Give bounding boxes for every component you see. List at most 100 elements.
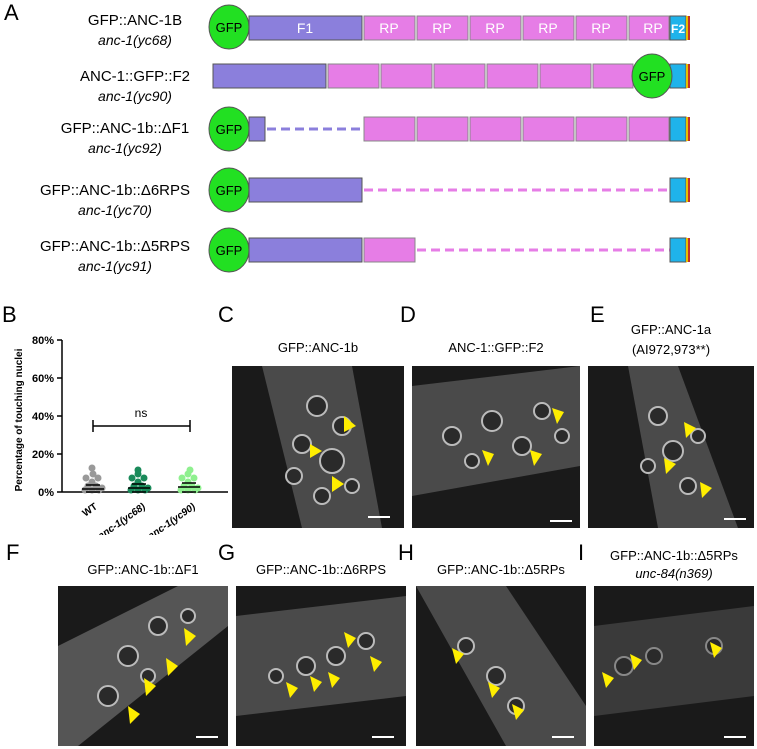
kash-stripe — [688, 178, 690, 202]
construct-row-4: GFP — [208, 167, 690, 213]
rp-label: RP — [432, 20, 451, 36]
y-tick-label: 20% — [32, 449, 54, 461]
gfp-domain — [208, 4, 250, 50]
arrowhead-icon — [344, 632, 356, 648]
panel-label-a: A — [4, 0, 19, 25]
rp-label: RP — [379, 20, 398, 36]
micrograph-title-d: ANC-1::GFP::F2 — [448, 340, 544, 355]
f1-domain — [212, 63, 327, 89]
scale-bar — [372, 736, 394, 738]
arrowhead-icon — [144, 678, 156, 696]
construct-name-2: ANC-1::GFP::F2 — [79, 68, 191, 85]
scale-bar — [196, 736, 218, 738]
f2-domain — [669, 116, 687, 142]
kash-stripe — [688, 16, 690, 40]
kash-stripe — [686, 117, 688, 141]
construct-allele-5: anc-1(yc91) — [78, 258, 152, 274]
arrowhead-icon — [286, 682, 298, 698]
x-tick-label: anc-1(yc68) — [96, 501, 148, 535]
arrowhead-icon — [166, 658, 178, 676]
construct-allele-3: anc-1(yc92) — [88, 140, 162, 156]
micrograph-title-c: GFP::ANC-1b — [277, 340, 359, 355]
construct-allele-2: anc-1(yc90) — [98, 88, 172, 104]
rp-repeat — [363, 237, 416, 263]
x-tick-label: WT — [81, 501, 100, 519]
rp-label: RP — [643, 20, 662, 36]
arrowhead-icon — [370, 656, 382, 672]
scale-bar — [724, 736, 746, 738]
arrowhead-icon — [310, 676, 322, 692]
rp-repeat — [433, 63, 486, 89]
panel-label-c: C — [218, 302, 234, 327]
y-tick-label: 80% — [32, 335, 54, 347]
f2-domain — [669, 237, 687, 263]
rp-label: RP — [538, 20, 557, 36]
construct-allele-1: anc-1(yc68) — [98, 32, 172, 48]
construct-allele-4: anc-1(yc70) — [78, 202, 152, 218]
f1-label: F1 — [297, 20, 314, 36]
arrowhead-icon — [310, 444, 322, 458]
kash-stripe — [686, 16, 688, 40]
panel-label-g: G — [218, 540, 236, 565]
micrograph-subtitle-e: (AI972,973**) — [631, 342, 711, 357]
rp-repeat — [380, 63, 433, 89]
gfp-domain — [631, 53, 673, 99]
rp-repeat — [628, 15, 670, 41]
micrograph-g — [236, 586, 406, 746]
rp-repeat — [522, 15, 575, 41]
f1-domain — [248, 237, 363, 263]
rp-repeat — [628, 116, 670, 142]
rp-repeat — [575, 15, 628, 41]
kash-stripe — [688, 64, 690, 88]
panel-label-b: B — [2, 302, 17, 327]
rp-repeat — [363, 116, 416, 142]
construct-row-2: GFP — [212, 53, 690, 99]
rp-label: RP — [485, 20, 504, 36]
gfp-domain — [208, 227, 250, 273]
rp-repeat — [363, 15, 416, 41]
significance-label: ns — [135, 406, 148, 420]
f1-domain-fragment — [248, 116, 266, 142]
micrograph-title-g: GFP::ANC-1b::Δ6RPS — [255, 562, 387, 577]
micrograph-title-h: GFP::ANC-1b::Δ5RPs — [437, 562, 565, 577]
construct-name-5: GFP::ANC-1b::Δ5RPS — [39, 238, 191, 255]
gfp-domain — [208, 106, 250, 152]
panel-label-e: E — [590, 302, 605, 327]
construct-name-1: GFP::ANC-1B — [87, 12, 183, 29]
kash-stripe — [686, 64, 688, 88]
construct-name-3: GFP::ANC-1b::ΔF1 — [60, 120, 190, 137]
gfp-label: GFP — [216, 20, 243, 35]
arrowhead-icon — [664, 458, 676, 474]
points-yc68 — [127, 466, 152, 494]
micrograph-i — [594, 586, 754, 746]
domain-diagram: F1 RP RP RP RP RP RP F2 GFP — [208, 4, 690, 273]
y-tick-label: 60% — [32, 373, 54, 385]
arrowhead-icon — [512, 704, 524, 720]
rp-repeat — [469, 116, 522, 142]
scale-bar — [552, 736, 574, 738]
micrograph-title-f: GFP::ANC-1b::ΔF1 — [87, 562, 199, 577]
arrowhead-icon — [184, 628, 196, 646]
gfp-label: GFP — [216, 183, 243, 198]
kash-stripe — [686, 178, 688, 202]
kash-stripe — [688, 238, 690, 262]
rp-repeat — [327, 63, 380, 89]
rp-repeat — [486, 63, 539, 89]
kash-stripe — [688, 117, 690, 141]
rp-repeat — [469, 15, 522, 41]
y-tick-label: 0% — [38, 487, 54, 499]
arrowhead-icon — [344, 416, 356, 432]
rp-repeat — [416, 15, 469, 41]
scale-bar — [368, 516, 390, 518]
y-tick-label: 40% — [32, 411, 54, 423]
f1-domain — [248, 177, 363, 203]
rp-repeat — [416, 116, 469, 142]
arrowhead-icon — [452, 648, 464, 664]
panel-label-f: F — [6, 540, 20, 565]
arrowhead-icon — [684, 422, 696, 438]
arrowhead-icon — [602, 672, 614, 688]
construct-row-3: GFP — [208, 106, 690, 152]
arrowhead-icon — [700, 482, 712, 498]
rp-repeat — [539, 63, 592, 89]
arrowhead-icon — [332, 476, 344, 492]
